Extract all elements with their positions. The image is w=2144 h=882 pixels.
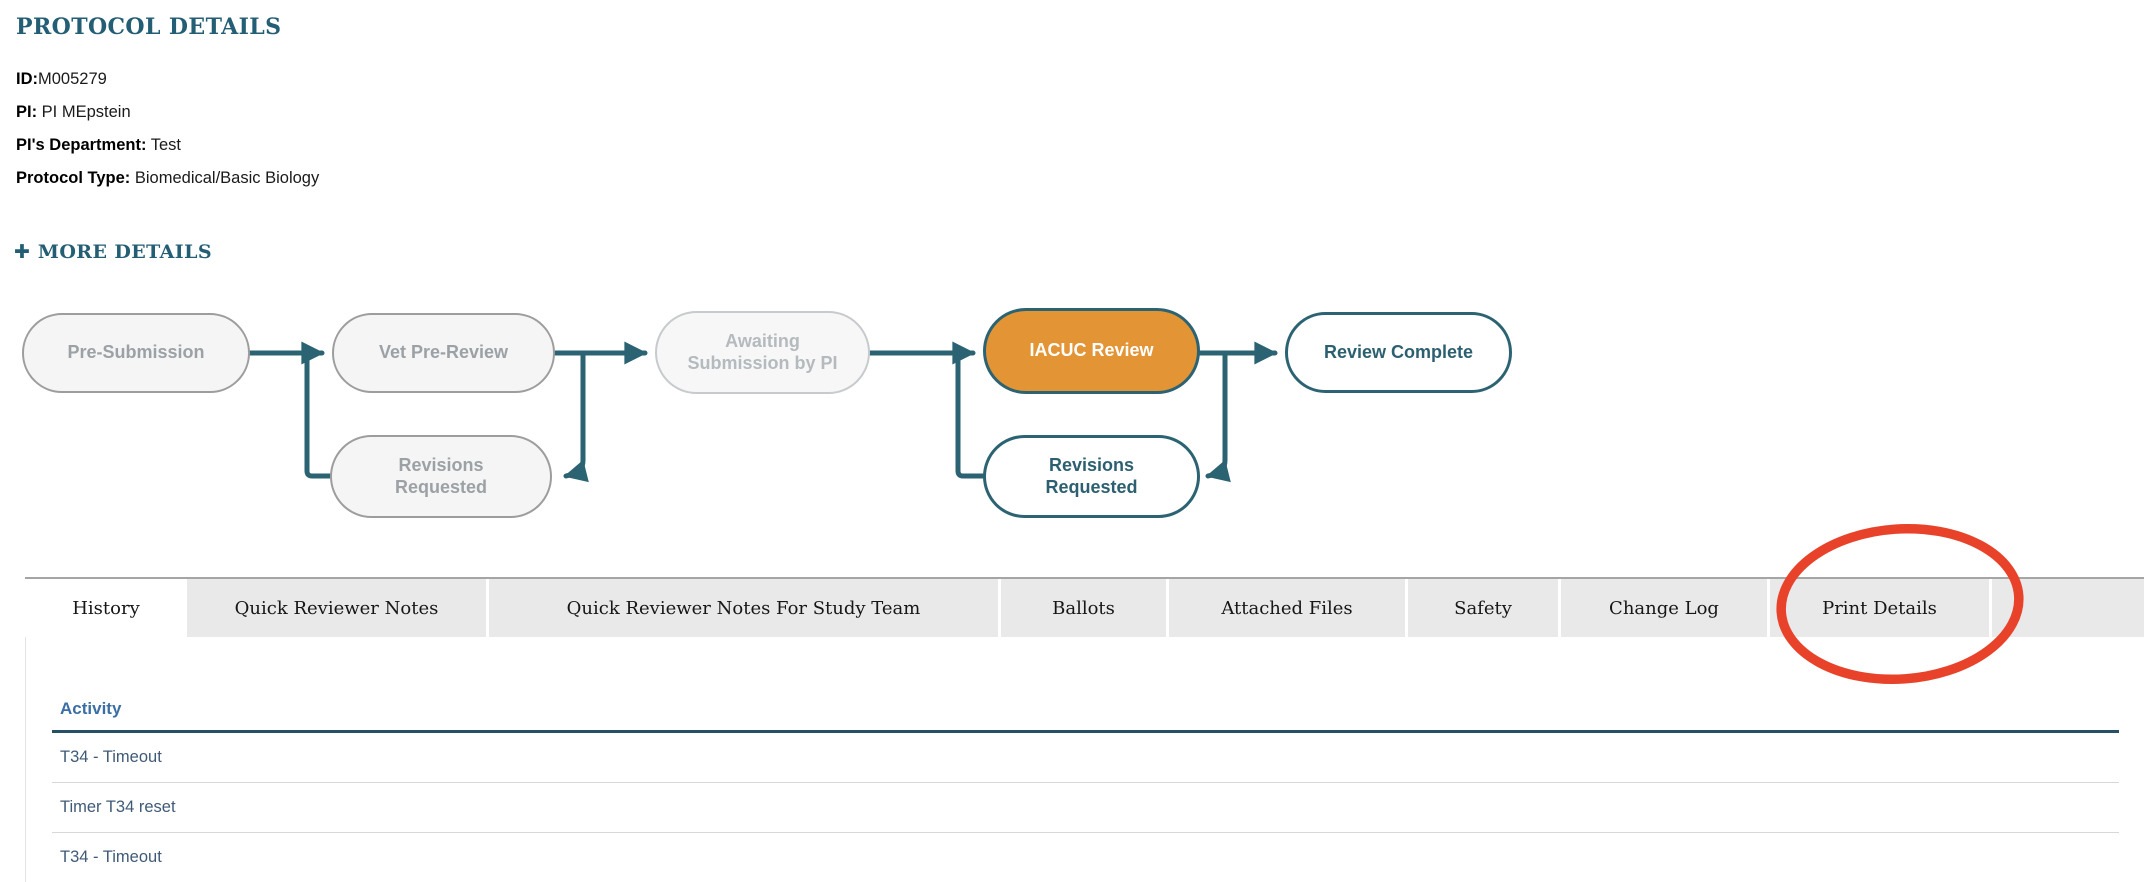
tab-print-details[interactable]: Print Details [1770,579,1992,637]
field-pi-value: PI MEpstein [37,103,131,121]
tab-ballots[interactable]: Ballots [1001,579,1169,637]
workflow-step-vet-pre-review: Vet Pre-Review [332,313,555,393]
field-pi-department: PI's Department: Test [16,129,319,162]
field-id: ID:M005279 [16,63,319,96]
field-pi-department-value: Test [146,136,181,154]
tab-history[interactable]: History [25,579,187,637]
workflow-arrows [247,341,1278,483]
workflow-step-revisions-requested-vet: Revisions Requested [330,435,552,518]
plus-icon: ✚ [14,240,30,263]
history-row[interactable]: T34 - Timeout [52,833,2119,882]
field-pi: PI: PI MEpstein [16,96,319,129]
more-details-toggle[interactable]: ✚ MORE DETAILS [14,238,212,266]
history-row[interactable]: T34 - Timeout [52,733,2119,783]
field-pi-label: PI: [16,103,38,121]
field-id-value: M005279 [38,70,107,88]
history-row[interactable]: Timer T34 reset [52,783,2119,833]
field-protocol-type-label: Protocol Type: [16,169,131,187]
history-activity-table: Activity T34 - Timeout Timer T34 reset T… [52,688,2119,882]
tab-quick-reviewer-notes-for-study-team[interactable]: Quick Reviewer Notes For Study Team [489,579,1001,637]
workflow-diagram: Pre-Submission Vet Pre-Review Revisions … [0,300,1560,550]
workflow-step-awaiting-submission: Awaiting Submission by PI [655,311,870,394]
field-id-label: ID: [16,70,38,88]
tab-quick-reviewer-notes[interactable]: Quick Reviewer Notes [187,579,489,637]
content-panel-left-border [25,637,26,882]
workflow-step-review-complete: Review Complete [1285,312,1512,393]
workflow-step-pre-submission: Pre-Submission [22,313,250,393]
tab-safety[interactable]: Safety [1408,579,1561,637]
more-details-label: MORE DETAILS [37,241,212,263]
protocol-summary: ID:M005279 PI: PI MEpstein PI's Departme… [16,63,319,195]
activity-column-header[interactable]: Activity [52,688,2119,733]
tab-bar-filler [1992,579,2144,637]
page-title: PROTOCOL DETAILS [16,14,282,40]
tab-attached-files[interactable]: Attached Files [1169,579,1408,637]
tab-bar: History Quick Reviewer Notes Quick Revie… [25,577,2144,637]
tab-change-log[interactable]: Change Log [1561,579,1770,637]
workflow-step-iacuc-review-current: IACUC Review [983,308,1200,394]
workflow-step-revisions-requested-iacuc: Revisions Requested [983,435,1200,518]
field-pi-department-label: PI's Department: [16,136,147,154]
field-protocol-type-value: Biomedical/Basic Biology [130,169,320,187]
field-protocol-type: Protocol Type: Biomedical/Basic Biology [16,162,319,195]
